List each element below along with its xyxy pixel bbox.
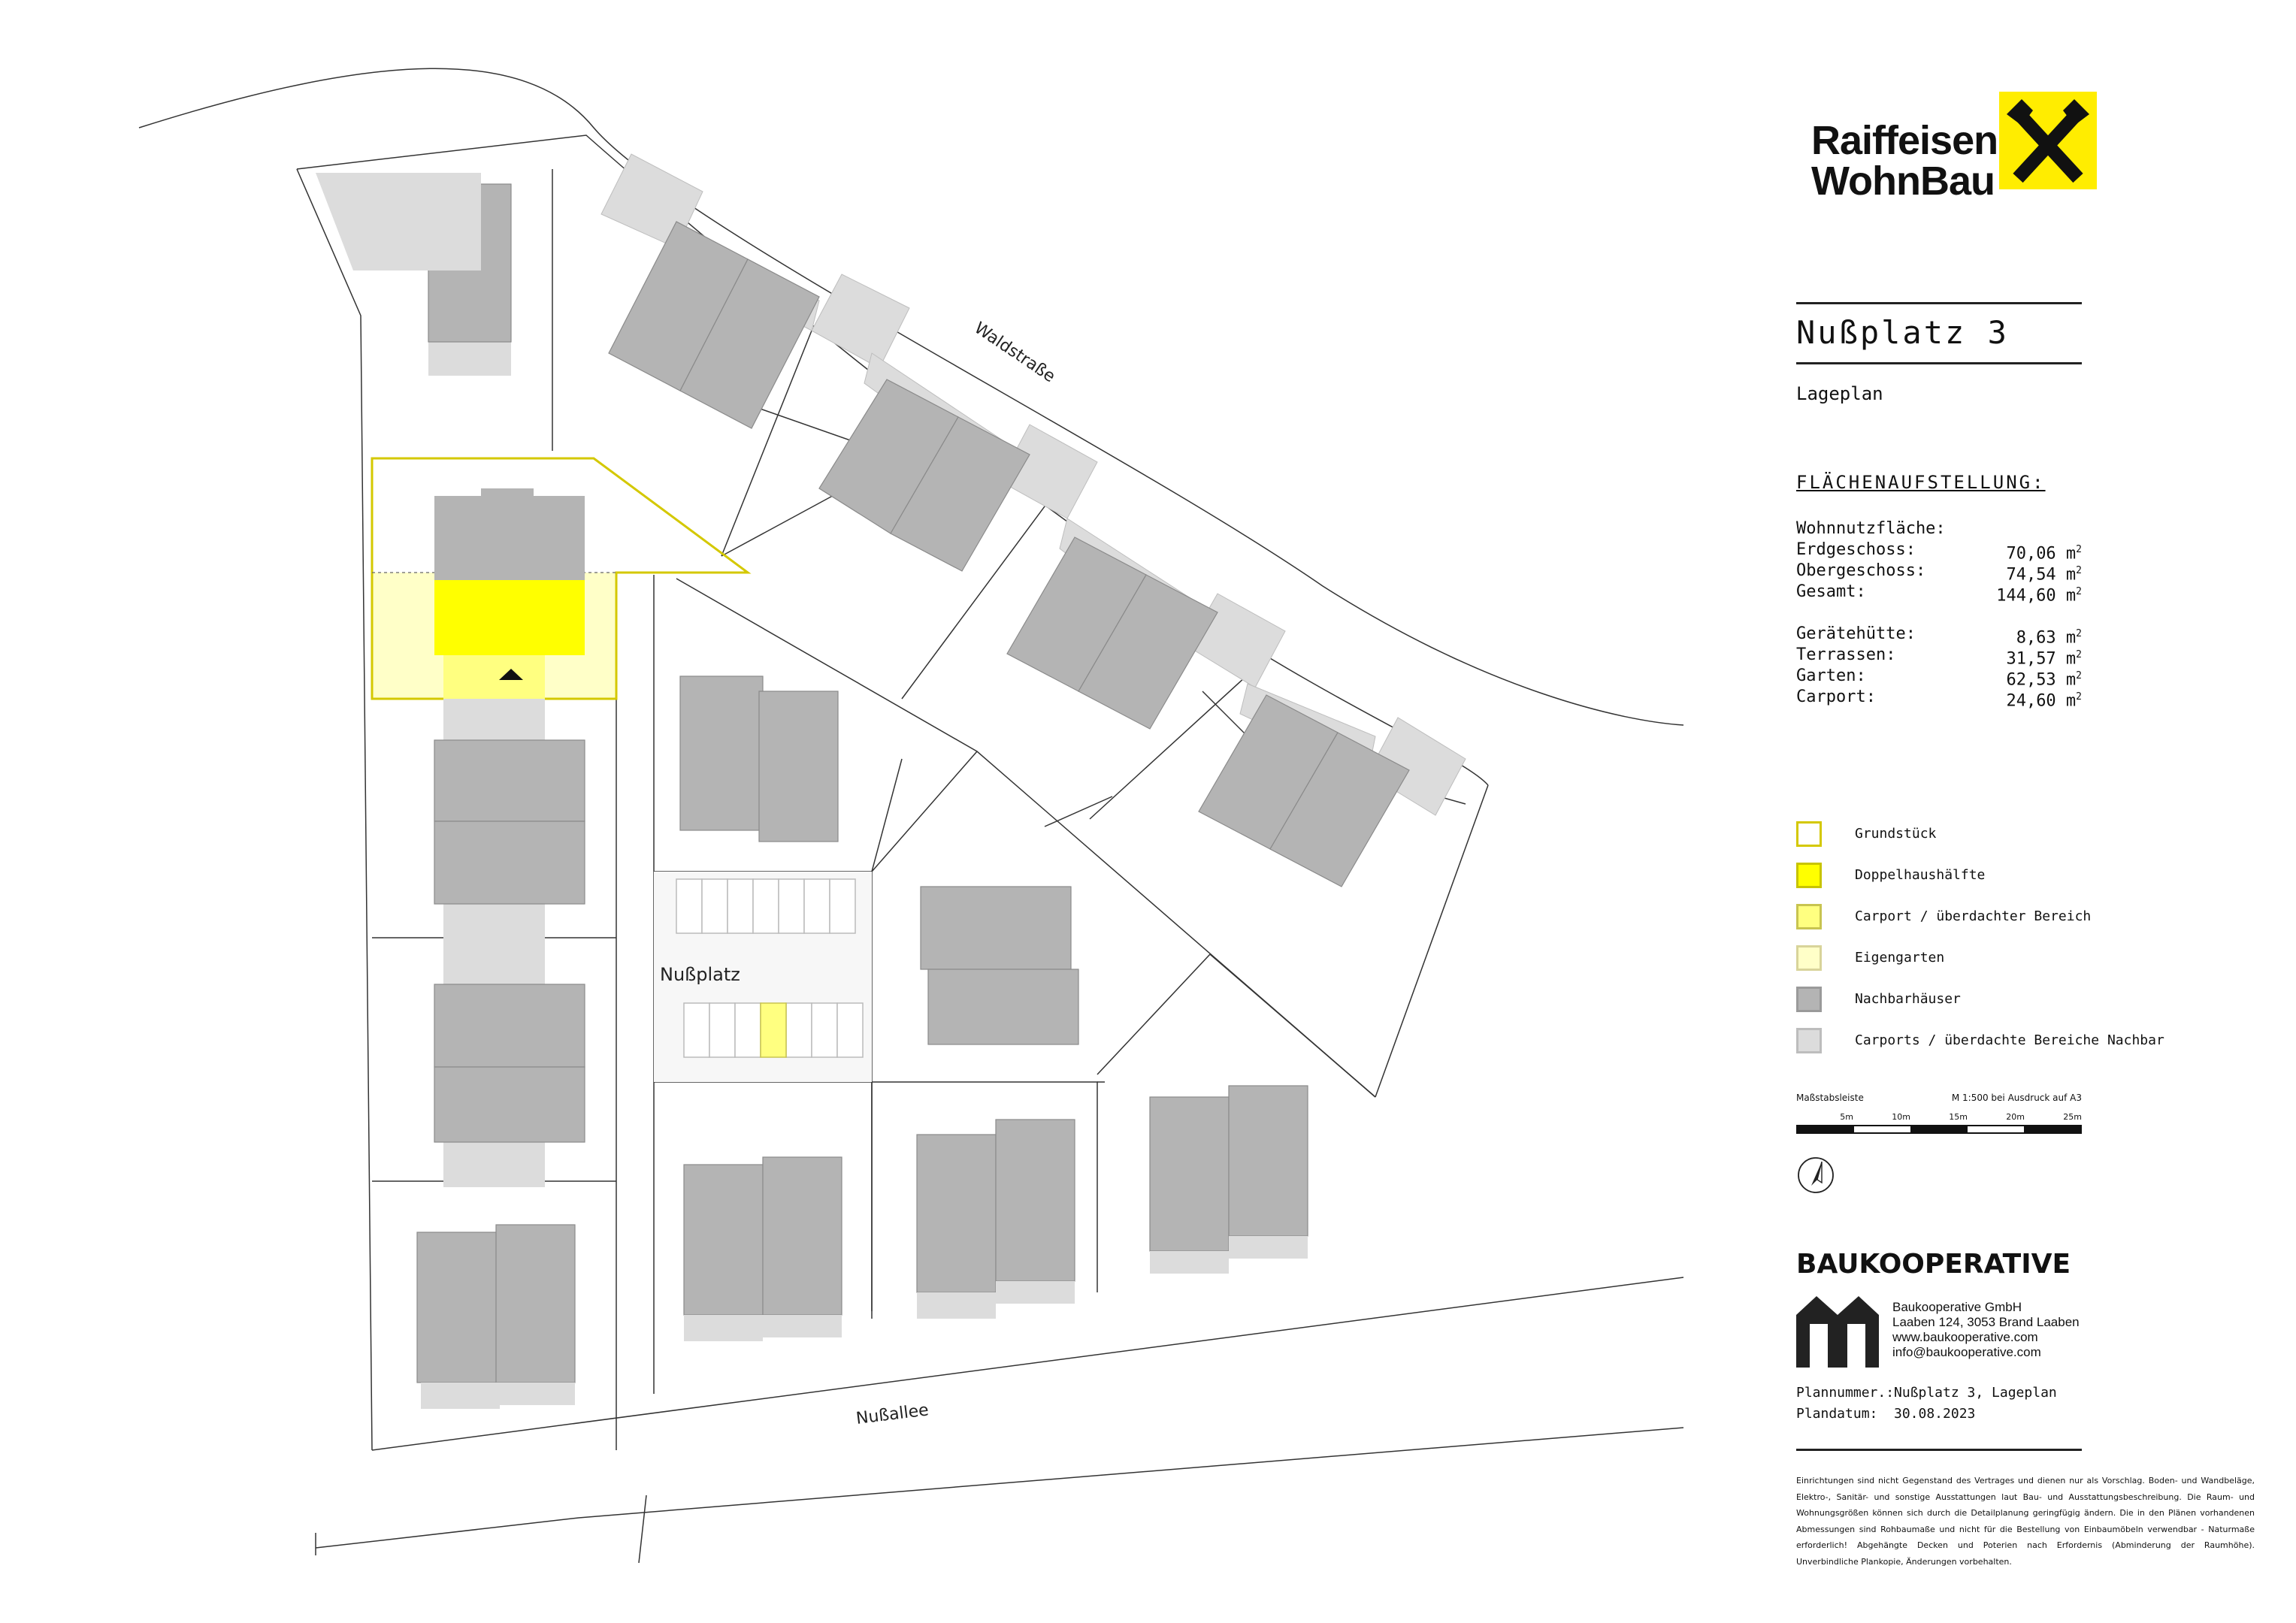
scale-tick: 5m [1840, 1112, 1853, 1122]
legend-item: Eigengarten [1796, 937, 2187, 978]
area-unit: 2 [2076, 670, 2082, 682]
entrance-arrow-icon [499, 669, 523, 680]
area-heading: FLÄCHENAUFSTELLUNG: [1796, 472, 2046, 493]
area-value: 24,60 m [2006, 691, 2077, 711]
raiffeisen-logo-text: Raiffeisen WohnBau [1811, 120, 1998, 201]
area-label: Wohnnutzfläche: [1796, 519, 1946, 538]
legend-item: Carports / überdachte Bereiche Nachbar [1796, 1020, 2187, 1061]
legend-item: Grundstück [1796, 813, 2187, 854]
plan-title: Nußplatz 3 [1796, 314, 2009, 351]
scale-tick: 20m [2006, 1112, 2025, 1122]
area-row: Carport: 24,60 m2 [1796, 687, 2082, 711]
company-line: Baukooperative GmbH [1892, 1300, 2022, 1314]
area-row: Erdgeschoss: 70,06 m2 [1796, 539, 2082, 564]
legend-label: Nachbarhäuser [1855, 991, 1961, 1007]
area-row: Gesamt: 144,60 m2 [1796, 582, 2082, 606]
scale-ticks: 5m 10m 15m 20m 25m [1796, 1112, 2082, 1126]
legend-label: Eigengarten [1855, 950, 1945, 966]
site-plan: Waldstraße Nußallee Nußplatz [138, 68, 1684, 1564]
company-line: Laaben 124, 3053 Brand Laaben [1892, 1315, 2080, 1329]
legend-swatch [1796, 944, 1822, 971]
street-label-south: Nußallee [855, 1401, 930, 1428]
area-table: Wohnnutzfläche: Erdgeschoss:70,06 m2 Obe… [1796, 518, 2082, 711]
logo-line-2: WohnBau [1811, 159, 1995, 204]
scale-tick: 15m [1949, 1112, 1968, 1122]
area-value: 144,60 m [1996, 586, 2077, 606]
plan-date-label: Plandatum: [1796, 1406, 1878, 1422]
baukooperative-house-icon [1796, 1296, 1879, 1368]
legend-swatch [1796, 862, 1822, 888]
area-row: Obergeschoss: 74,54 m2 [1796, 561, 2082, 585]
company-line: info@baukooperative.com [1892, 1345, 2041, 1359]
place-label: Nußplatz [660, 964, 740, 985]
area-row: Terrassen: 31,57 m2 [1796, 645, 2082, 669]
area-value: 70,06 m [2006, 544, 2077, 564]
logo-line-1: Raiffeisen [1811, 118, 1998, 163]
legend-item: Carport / überdachter Bereich [1796, 896, 2187, 937]
title-rule-top [1796, 302, 2082, 304]
title-rule-bottom [1796, 362, 2082, 364]
legend-swatch [1796, 821, 1822, 847]
area-label: Carport: [1796, 688, 1876, 706]
area-label: Obergeschoss: [1796, 561, 1926, 580]
title-block: Raiffeisen WohnBau Nußplatz 3 Lageplan F… [1796, 0, 2255, 1623]
area-unit: 2 [2076, 649, 2082, 660]
area-value: 74,54 m [2006, 565, 2077, 585]
legend-label: Grundstück [1855, 826, 1937, 842]
area-label: Gerätehütte: [1796, 624, 1916, 643]
company-name: BAUKOOPERATIVE [1796, 1249, 2071, 1280]
scale-label: Maßstabsleiste [1796, 1093, 1864, 1103]
plan-date-value: 30.08.2023 [1894, 1406, 1976, 1422]
area-value: 8,63 m [2016, 628, 2077, 648]
company-line: www.baukooperative.com [1892, 1330, 2038, 1344]
legend-swatch [1796, 1027, 1822, 1053]
legend-label: Carports / überdachte Bereiche Nachbar [1855, 1032, 2164, 1048]
street-label-north: Waldstraße [971, 319, 1059, 386]
area-row: Garten: 62,53 m2 [1796, 666, 2082, 690]
scale-note: M 1:500 bei Ausdruck auf A3 [1951, 1093, 2082, 1103]
scale-tick: 10m [1892, 1112, 1910, 1122]
company-address: Baukooperative GmbH Laaben 124, 3053 Bra… [1892, 1300, 2080, 1360]
north-arrow-icon [1798, 1157, 1834, 1193]
area-value: 31,57 m [2006, 649, 2077, 669]
legend: Grundstück Doppelhaushälfte Carport / üb… [1796, 813, 2187, 1061]
legend-item: Doppelhaushälfte [1796, 854, 2187, 896]
legend-item: Nachbarhäuser [1796, 978, 2187, 1020]
legend-label: Doppelhaushälfte [1855, 867, 1986, 883]
area-unit: 2 [2076, 586, 2082, 597]
area-label: Terrassen: [1796, 645, 1896, 664]
legend-swatch [1796, 986, 1822, 1012]
area-label: Gesamt: [1796, 582, 1866, 601]
area-unit: 2 [2076, 544, 2082, 555]
area-unit: 2 [2076, 691, 2082, 703]
meta-rule [1796, 1449, 2082, 1451]
area-label: Garten: [1796, 666, 1866, 685]
legend-swatch [1796, 903, 1822, 929]
plan-subtitle: Lageplan [1796, 383, 1883, 404]
area-value: 62,53 m [2006, 670, 2077, 690]
scale-header: Maßstabsleiste M 1:500 bei Ausdruck auf … [1796, 1093, 2082, 1103]
area-unit: 2 [2076, 565, 2082, 576]
scale-bar [1796, 1125, 2082, 1134]
raiffeisen-cross-icon [1999, 92, 2097, 189]
area-row: Wohnnutzfläche: [1796, 518, 2082, 539]
area-row: Gerätehütte: 8,63 m2 [1796, 624, 2082, 648]
disclaimer: Einrichtungen sind nicht Gegenstand des … [1796, 1476, 2255, 1567]
area-label: Erdgeschoss: [1796, 540, 1916, 559]
plan-number-value: Nußplatz 3, Lageplan [1894, 1385, 2057, 1401]
plan-meta: Plannummer.:Nußplatz 3, Lageplan Plandat… [1796, 1383, 2057, 1425]
area-unit: 2 [2076, 628, 2082, 639]
legend-label: Carport / überdachter Bereich [1855, 908, 2092, 924]
plan-number-label: Plannummer.: [1796, 1385, 1895, 1401]
scale-tick: 25m [2063, 1112, 2082, 1122]
